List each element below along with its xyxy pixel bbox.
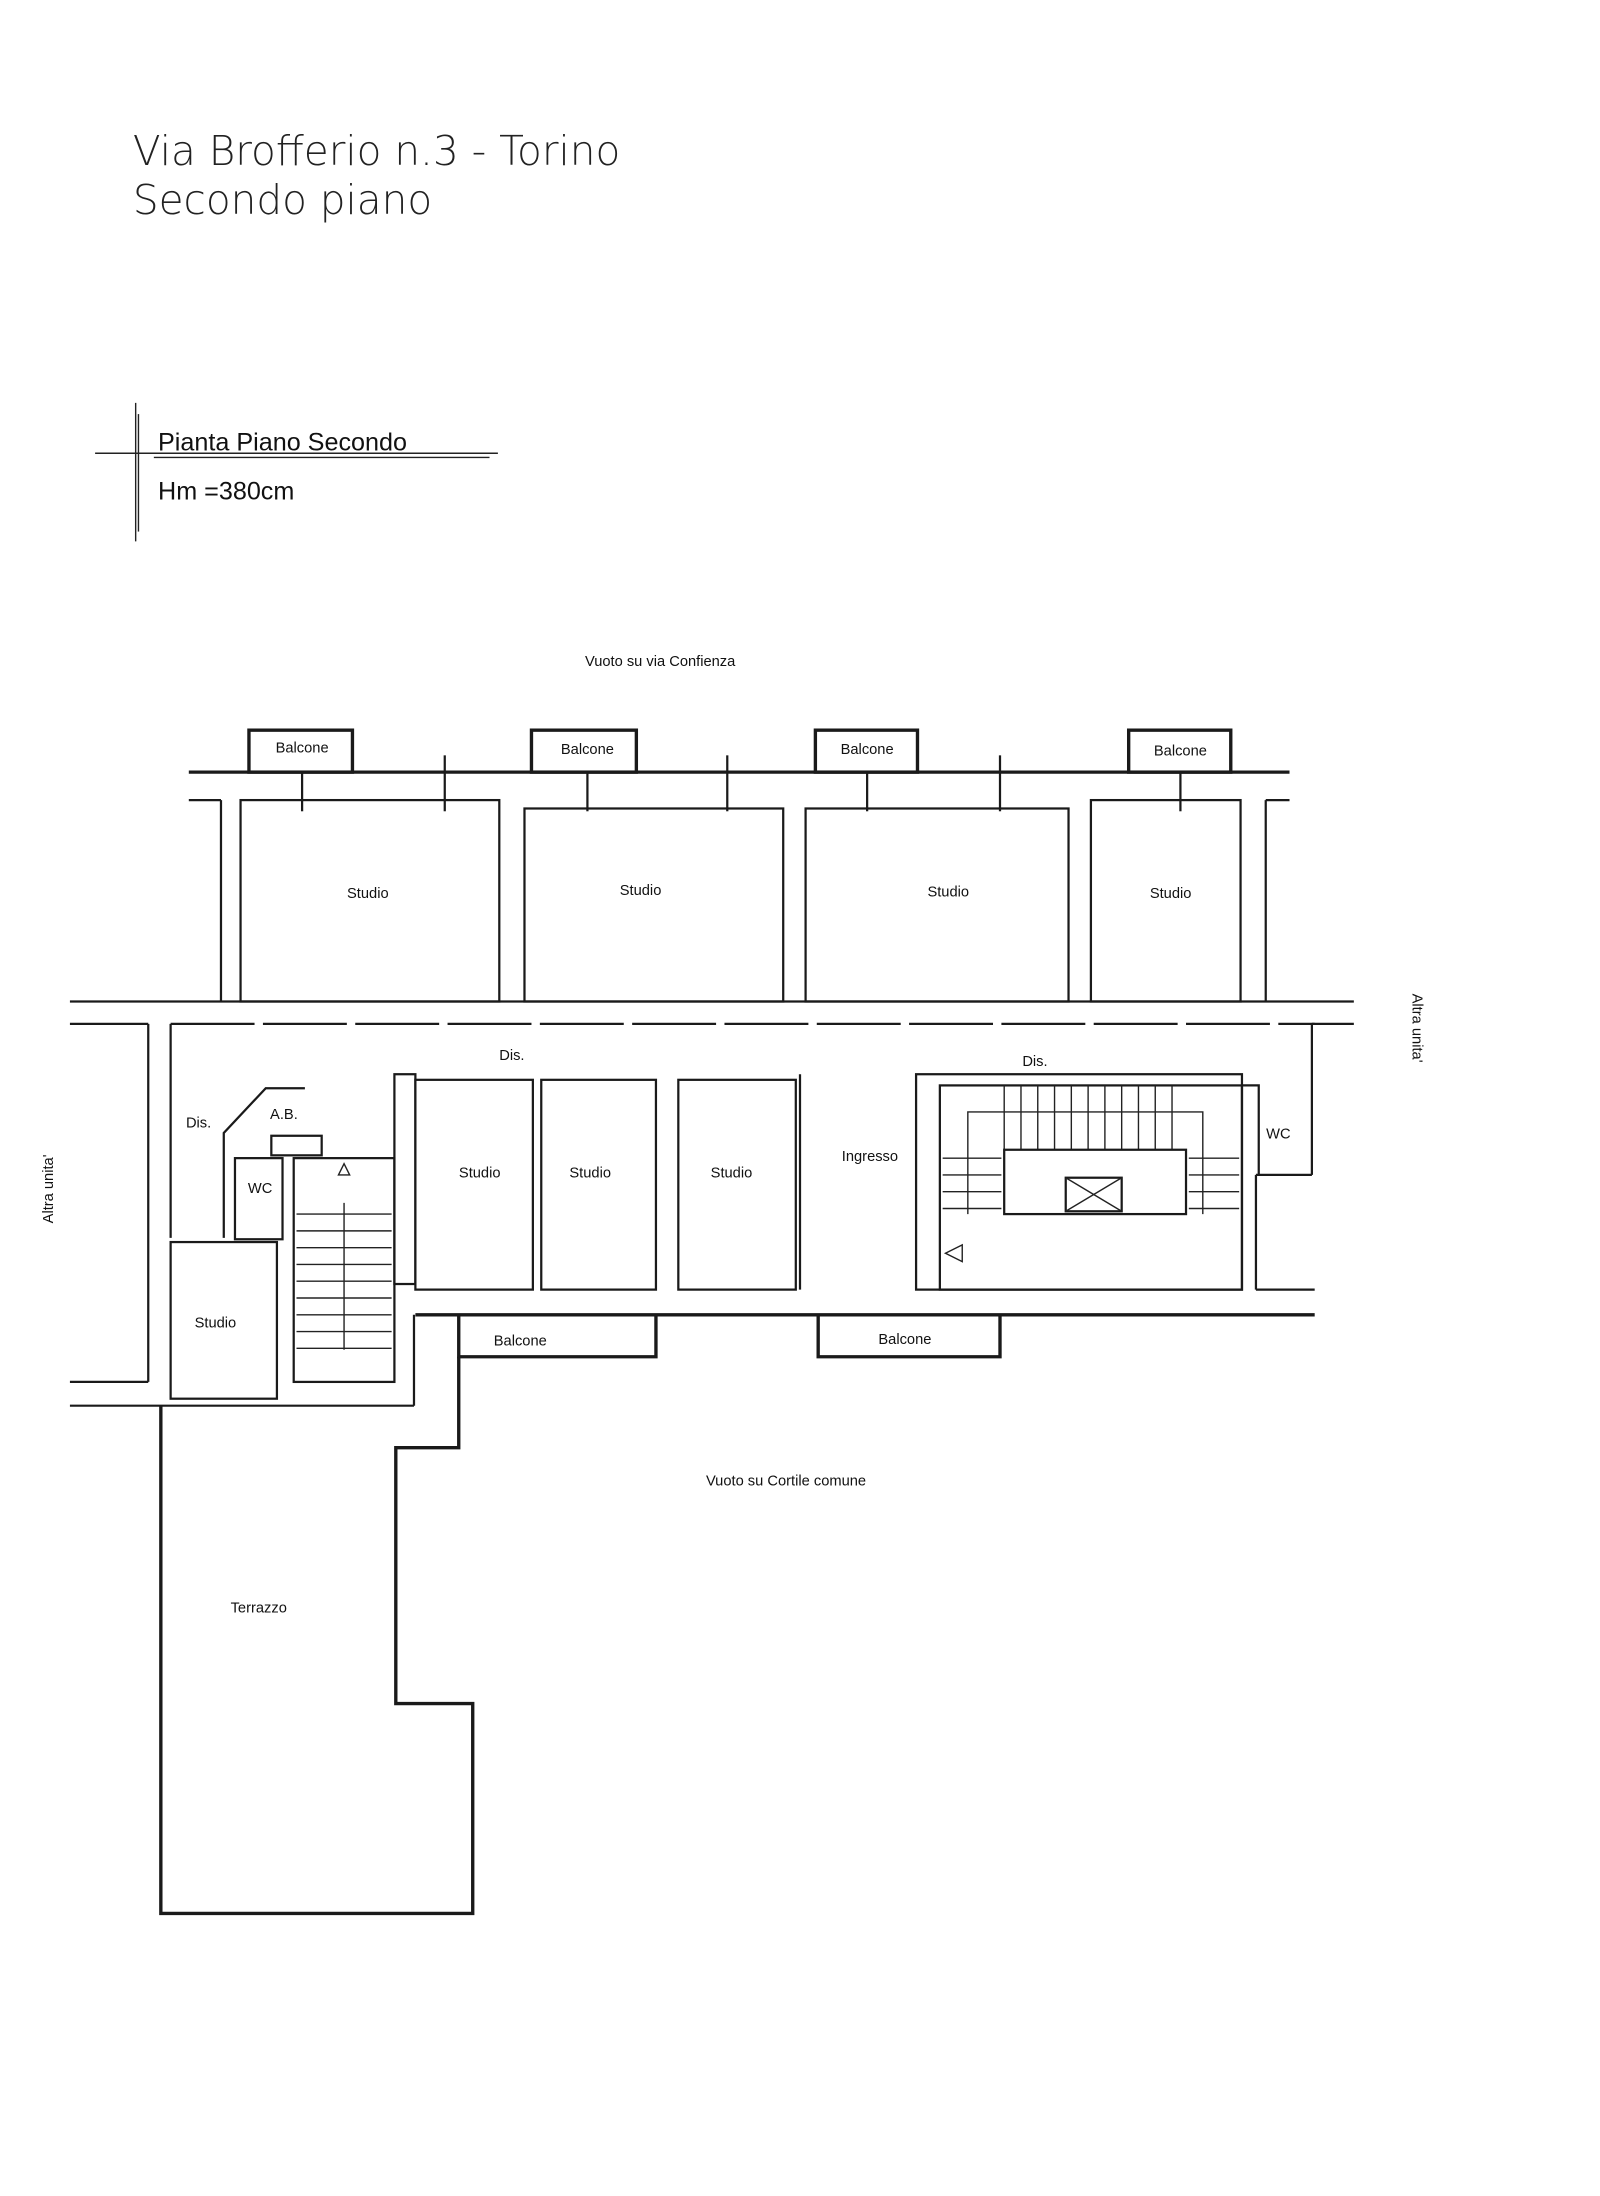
left-neighbor-label: Altra unita' <box>41 1154 57 1223</box>
bottom-balconies: Balcone Balcone <box>457 1314 1002 1359</box>
north-label: Vuoto su via Confienza <box>585 654 736 670</box>
ab-label: A.B. <box>270 1107 298 1123</box>
wc-right-label: WC <box>1266 1127 1291 1143</box>
corridor-right-label: Dis. <box>1022 1054 1047 1070</box>
room-label: Studio <box>1150 886 1192 902</box>
address-title: Via Brofferio n.3 - Torino <box>133 127 620 175</box>
terrace: Terrazzo <box>159 1356 475 1916</box>
terrace-label: Terrazzo <box>231 1601 287 1617</box>
south-label: Vuoto su Cortile comune <box>706 1473 866 1489</box>
legend-block: Pianta Piano Secondo Hm =380cm <box>95 402 498 542</box>
legend-height: Hm =380cm <box>158 477 294 505</box>
room-label: Studio <box>459 1166 501 1182</box>
legend-title: Pianta Piano Secondo <box>158 428 407 456</box>
room-label: Studio <box>569 1166 611 1182</box>
bottom-rooms: Studio Studio Studio Ingresso WC <box>393 1073 1291 1291</box>
left-service-area: Dis. A.B. WC Studio <box>169 1087 396 1400</box>
balcony-label: Balcone <box>561 742 614 758</box>
balcony-label: Balcone <box>1154 743 1207 759</box>
room-label: Studio <box>711 1166 753 1182</box>
left-dis-label: Dis. <box>186 1115 211 1131</box>
corridor-left-label: Dis. <box>499 1048 524 1064</box>
right-neighbor-label: Altra unita' <box>1409 994 1425 1063</box>
floor-title: Secondo piano <box>133 176 432 224</box>
left-studio-label: Studio <box>195 1315 237 1331</box>
top-balconies: Balcone Balcone Balcone Balcone <box>247 728 1233 774</box>
room-label: Studio <box>347 886 389 902</box>
balcony-label: Balcone <box>841 742 894 758</box>
balcony-label: Balcone <box>878 1332 931 1348</box>
top-rooms: Studio Studio Studio Studio <box>239 755 1242 1003</box>
room-label: Studio <box>927 885 969 901</box>
ingresso-label: Ingresso <box>842 1149 898 1165</box>
balcony-label: Balcone <box>276 741 329 757</box>
elevator-icon <box>1064 1176 1123 1213</box>
balcony-label: Balcone <box>494 1334 547 1350</box>
walls <box>69 770 1354 1407</box>
wc-left-label: WC <box>248 1181 273 1197</box>
room-label: Studio <box>620 883 662 899</box>
